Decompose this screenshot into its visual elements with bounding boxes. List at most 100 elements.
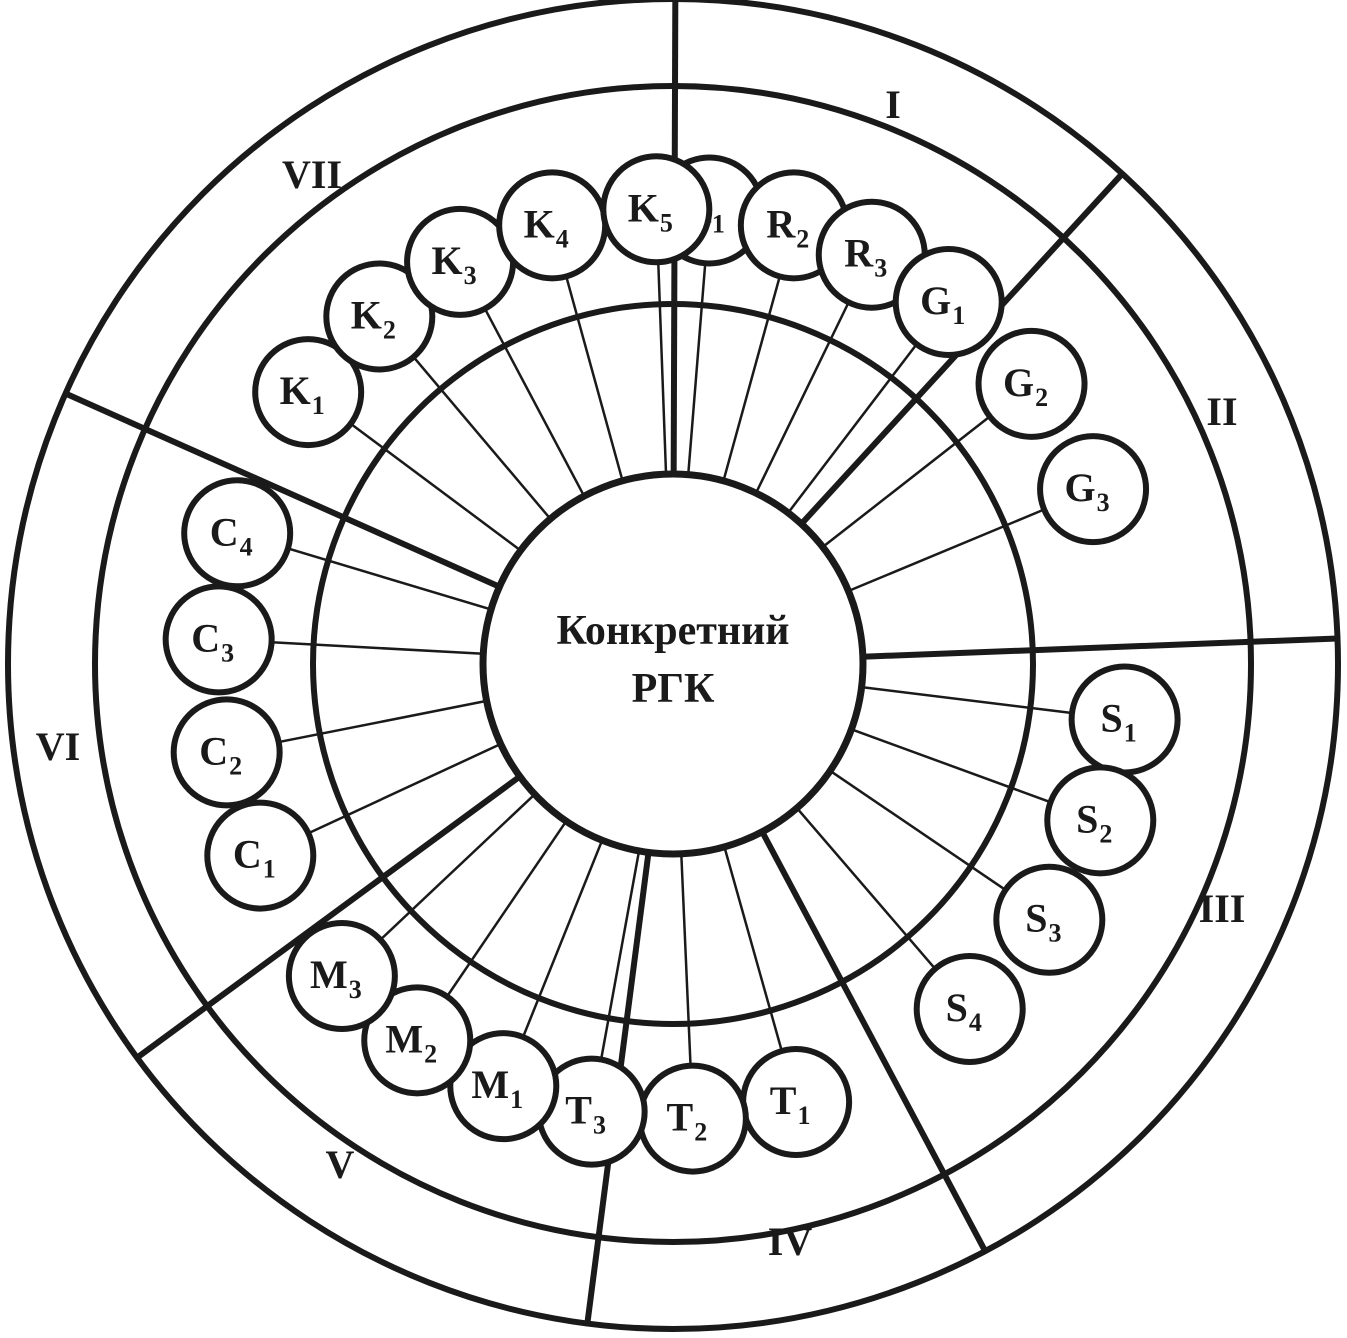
node-subscript: 3 [349, 975, 362, 1004]
node-circle [170, 696, 283, 809]
node-circle [1044, 764, 1157, 877]
sector-numeral-7: VII [282, 152, 342, 197]
node-s4: S4 [913, 952, 1026, 1065]
node-t2: T2 [636, 1062, 749, 1175]
node-subscript: 4 [240, 532, 253, 561]
node-g3: G3 [1037, 433, 1150, 546]
spoke-t2 [680, 853, 692, 1066]
node-subscript: 3 [1048, 919, 1061, 948]
node-k5: K5 [600, 153, 713, 266]
spoke-k1 [349, 422, 522, 552]
node-subscript: 1 [312, 391, 325, 420]
spoke-c1 [307, 742, 502, 835]
node-subscript: 3 [1097, 488, 1110, 517]
spoke-m3 [379, 793, 536, 941]
node-subscript: 1 [712, 209, 725, 238]
spoke-g1 [787, 343, 918, 514]
node-circle [1037, 433, 1150, 546]
node-subscript: 1 [263, 855, 276, 884]
node-subscript: 4 [556, 224, 569, 253]
spoke-r1 [686, 263, 707, 475]
spoke-k5 [657, 262, 668, 475]
node-circle [913, 952, 1026, 1065]
center-label-line-1: Конкретний [557, 608, 790, 654]
node-s1: S1 [1068, 663, 1181, 776]
spoke-t3 [599, 850, 641, 1060]
node-circle [600, 153, 713, 266]
spoke-k3 [483, 308, 586, 497]
spoke-s4 [795, 807, 937, 970]
node-s3: S3 [993, 863, 1106, 976]
spoke-g2 [821, 415, 991, 549]
node-m1: M1 [447, 1030, 560, 1143]
node-subscript: 3 [464, 261, 477, 290]
node-subscript: 3 [593, 1111, 606, 1140]
center-label-line-2: РГК [632, 666, 715, 712]
node-spokes [271, 262, 1073, 1066]
node-t3: T3 [535, 1055, 648, 1168]
node-subscript: 5 [660, 208, 673, 237]
center-hub: Конкретний РГК [479, 470, 867, 858]
spoke-s3 [829, 769, 1007, 891]
sector-divider-6 [135, 774, 522, 1061]
sector-numeral-1: I [885, 82, 901, 127]
node-circle [162, 583, 275, 696]
node-subscript: 2 [383, 315, 396, 344]
sector-divider-3 [862, 635, 1338, 660]
spoke-r3 [754, 301, 850, 494]
node-subscript: 2 [796, 224, 809, 253]
spoke-m2 [446, 820, 568, 998]
node-c4: C4 [181, 477, 294, 590]
spoke-r2 [722, 276, 781, 482]
node-subscript: 1 [1124, 718, 1137, 747]
spoke-t1 [723, 846, 783, 1052]
node-subscript: 3 [221, 638, 234, 667]
node-subscript: 2 [1035, 383, 1048, 412]
sector-numeral-6: VI [36, 724, 80, 769]
node-label: C1 [233, 832, 276, 884]
spoke-c2 [278, 699, 487, 744]
spoke-g3 [847, 508, 1045, 593]
node-m3: M3 [285, 920, 398, 1033]
node-k1: K1 [252, 336, 365, 449]
node-g2: G2 [975, 327, 1088, 440]
spoke-m1 [521, 839, 604, 1038]
node-circle [204, 799, 317, 912]
node-g1: G1 [892, 246, 1005, 359]
node-c1: C1 [204, 799, 317, 912]
sector-divider-7 [64, 390, 501, 590]
node-subscript: 2 [229, 751, 242, 780]
spoke-k2 [412, 356, 552, 520]
node-subscript: 2 [1099, 819, 1112, 848]
node-label: S4 [946, 985, 982, 1037]
node-circle [447, 1030, 560, 1143]
sector-numeral-3: III [1199, 886, 1246, 931]
spoke-k4 [565, 276, 624, 482]
node-circle [892, 246, 1005, 359]
node-s2: S2 [1044, 764, 1157, 877]
spoke-s2 [850, 728, 1051, 804]
node-subscript: 1 [797, 1101, 810, 1130]
node-t1: T1 [740, 1046, 853, 1159]
node-label: T2 [667, 1095, 708, 1147]
node-subscript: 1 [952, 301, 965, 330]
sector-numeral-5: V [326, 1142, 355, 1187]
node-circle [975, 327, 1088, 440]
node-c2: C2 [170, 696, 283, 809]
node-c3: C3 [162, 583, 275, 696]
node-subscript: 4 [969, 1008, 982, 1037]
spoke-c4 [287, 547, 492, 611]
node-circle [993, 863, 1106, 976]
node-circle [181, 477, 294, 590]
node-subscript: 2 [424, 1039, 437, 1068]
node-circle [323, 260, 436, 373]
node-subscript: 1 [510, 1085, 523, 1114]
spoke-s1 [861, 685, 1073, 715]
node-label: R2 [766, 201, 809, 253]
node-k2: K2 [323, 260, 436, 373]
node-subscript: 3 [874, 254, 887, 283]
spoke-c3 [271, 641, 484, 655]
